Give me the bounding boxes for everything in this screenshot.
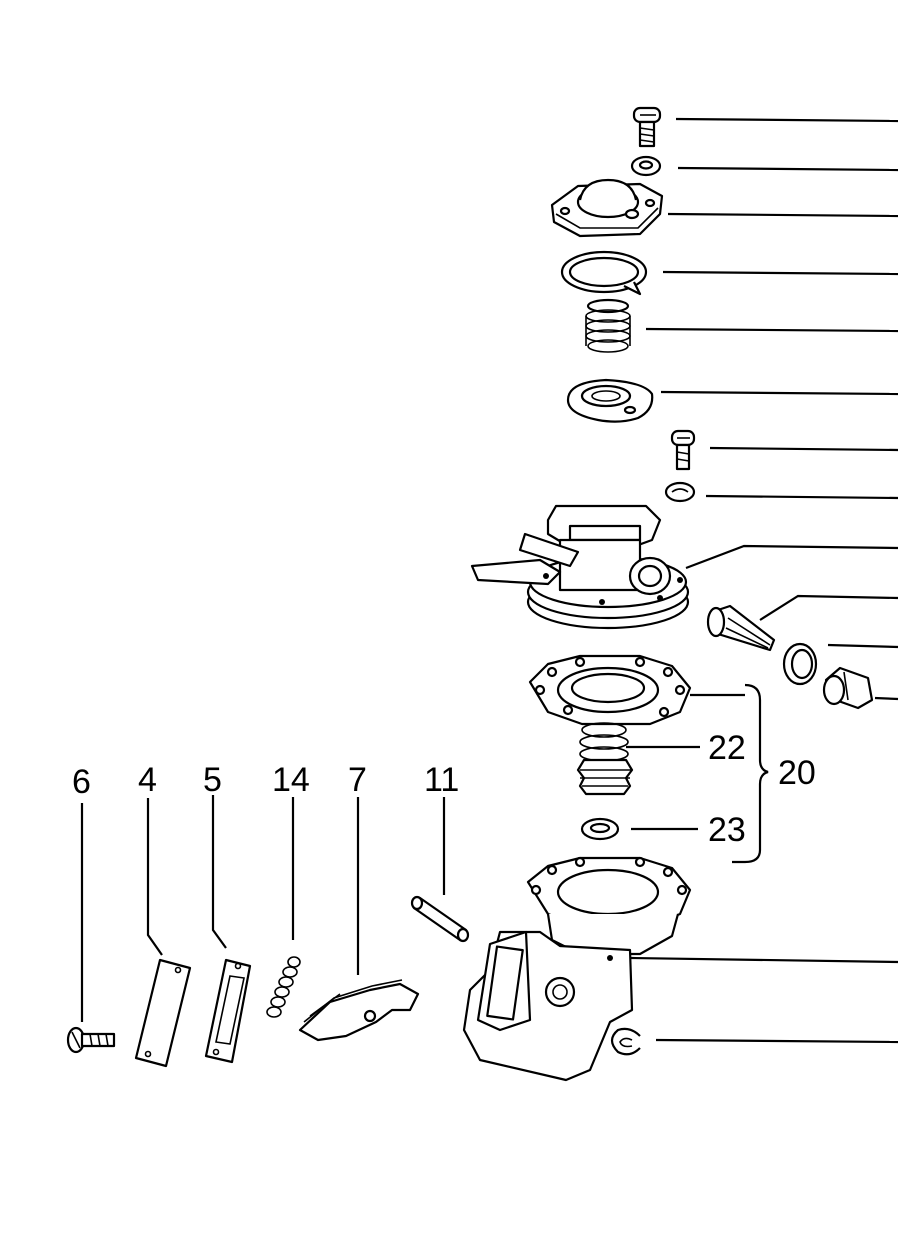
pin-11-icon bbox=[410, 895, 470, 943]
valve-plate-icon bbox=[566, 378, 654, 423]
label-part-22: 22 bbox=[708, 729, 746, 767]
gasket-ring-icon bbox=[782, 642, 818, 686]
bottom-leader-lines bbox=[80, 795, 446, 1022]
diaphragm-assembly-icon bbox=[528, 654, 692, 726]
screw-top-icon bbox=[632, 106, 662, 148]
label-part-7: 7 bbox=[348, 761, 367, 799]
washer-top-icon bbox=[630, 155, 662, 177]
label-part-11: 11 bbox=[424, 761, 459, 799]
spring-upper-icon bbox=[585, 298, 631, 353]
screw-6-icon bbox=[66, 1026, 116, 1054]
sealing-ring-icon bbox=[560, 250, 648, 296]
label-part-20: 20 bbox=[778, 754, 816, 792]
circlip-icon bbox=[610, 1027, 641, 1056]
label-part-23: 23 bbox=[708, 811, 746, 849]
fuel-filter-strainer-icon bbox=[706, 604, 776, 652]
pump-cover-icon bbox=[550, 178, 664, 238]
spring-14-icon bbox=[266, 956, 301, 1018]
spring-washer-icon bbox=[664, 481, 696, 503]
rocker-lever-icon bbox=[298, 979, 420, 1042]
group-bracket-20 bbox=[626, 683, 769, 864]
label-part-14: 14 bbox=[272, 761, 310, 799]
gasket-5-icon bbox=[204, 958, 252, 1064]
right-leader-lines bbox=[610, 117, 899, 1044]
pump-lower-housing-icon bbox=[462, 856, 692, 1082]
plug-screw-icon bbox=[822, 666, 874, 710]
cover-plate-4-icon bbox=[134, 958, 192, 1068]
label-part-5: 5 bbox=[203, 761, 222, 799]
diaphragm-spring-icon bbox=[576, 722, 634, 796]
washer-23-icon bbox=[580, 817, 620, 841]
screw-small-icon bbox=[670, 429, 696, 471]
pump-upper-body-icon bbox=[470, 504, 690, 630]
label-part-6: 6 bbox=[72, 763, 91, 801]
label-part-4: 4 bbox=[138, 761, 157, 799]
